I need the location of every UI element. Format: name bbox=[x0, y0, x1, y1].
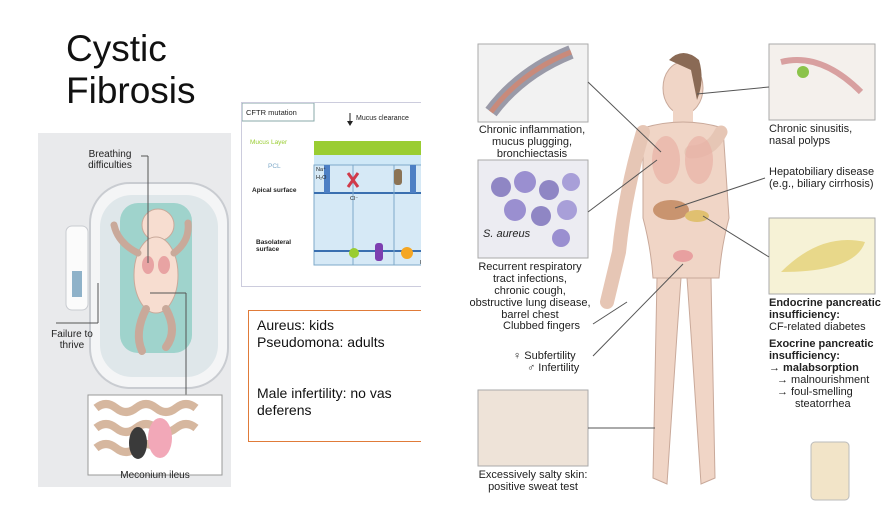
foul-smelling-label: → foul-smelling bbox=[777, 386, 853, 398]
mucus-clearance-label: Mucus clearance bbox=[356, 115, 409, 122]
malabsorption-label: → malabsorption bbox=[769, 362, 859, 374]
notes-box: Aureus: kids Pseudomona: adults Male inf… bbox=[248, 310, 438, 442]
note-pseudomona: Pseudomona: adults bbox=[257, 334, 385, 350]
infant-illustration-panel: Breathing difficulties Failure to thrive… bbox=[38, 133, 231, 487]
title-line-1: Cystic bbox=[66, 28, 167, 69]
body-illustration bbox=[477, 43, 876, 501]
infertility-label: ♂ Infertility bbox=[527, 362, 580, 374]
cftr-cell-diagram bbox=[242, 103, 445, 266]
ion-na-label: Na⁺ bbox=[316, 167, 326, 173]
malnourishment-label: → malnourishment bbox=[777, 374, 870, 386]
chronic-inflammation-label: Chronic inflammation, mucus plugging, br… bbox=[478, 124, 586, 160]
exocrine-label: Exocrine pancreatic insufficiency: bbox=[769, 338, 874, 362]
mucus-layer-label: Mucus Layer bbox=[250, 139, 288, 146]
cftr-mutation-title: CFTR mutation bbox=[246, 108, 297, 117]
incubator-illustration bbox=[56, 155, 229, 476]
breathing-difficulties-label: Breathing difficulties bbox=[88, 149, 132, 171]
endocrine-label: Endocrine pancreatic insufficiency: bbox=[769, 297, 881, 321]
cftr-mutation-diagram: CFTR mutation Mucus clearance Mucus Laye… bbox=[241, 102, 446, 287]
note-vas-deferens: deferens bbox=[257, 402, 312, 418]
slide-title: Cystic Fibrosis bbox=[66, 28, 196, 112]
title-line-2: Fibrosis bbox=[66, 70, 196, 111]
cf-manifestations-figure: Chronic inflammation, mucus plugging, br… bbox=[421, 32, 895, 505]
salty-skin-label: Excessively salty skin: positive sweat t… bbox=[478, 469, 588, 493]
clubbed-fingers-label: Clubbed fingers bbox=[503, 320, 581, 332]
subfertility-label: ♀ Subfertility bbox=[513, 350, 576, 362]
meconium-ileus-label: Meconium ileus bbox=[120, 470, 190, 481]
apical-surface-label: Apical surface bbox=[252, 187, 297, 194]
hepatobiliary-label: Hepatobiliary disease (e.g., biliary cir… bbox=[769, 166, 875, 190]
cf-diabetes-label: CF-related diabetes bbox=[769, 321, 866, 333]
s-aureus-label: S. aureus bbox=[483, 228, 531, 240]
ion-h2o-label: H₂O bbox=[316, 175, 327, 181]
recurrent-infections-label: Recurrent respiratory tract infections, … bbox=[469, 261, 591, 321]
basolateral-surface-label: Basolateral surface bbox=[256, 239, 292, 253]
note-aureus: Aureus: kids bbox=[257, 317, 335, 333]
failure-to-thrive-label: Failure to thrive bbox=[51, 329, 93, 351]
ion-cl-label: Cl⁻ bbox=[350, 196, 359, 202]
sinusitis-label: Chronic sinusitis, nasal polyps bbox=[769, 123, 853, 147]
pcl-label: PCL bbox=[268, 163, 281, 170]
steatorrhea-label: steatorrhea bbox=[795, 398, 851, 410]
note-male-infertility: Male infertility: no vas bbox=[257, 385, 392, 401]
